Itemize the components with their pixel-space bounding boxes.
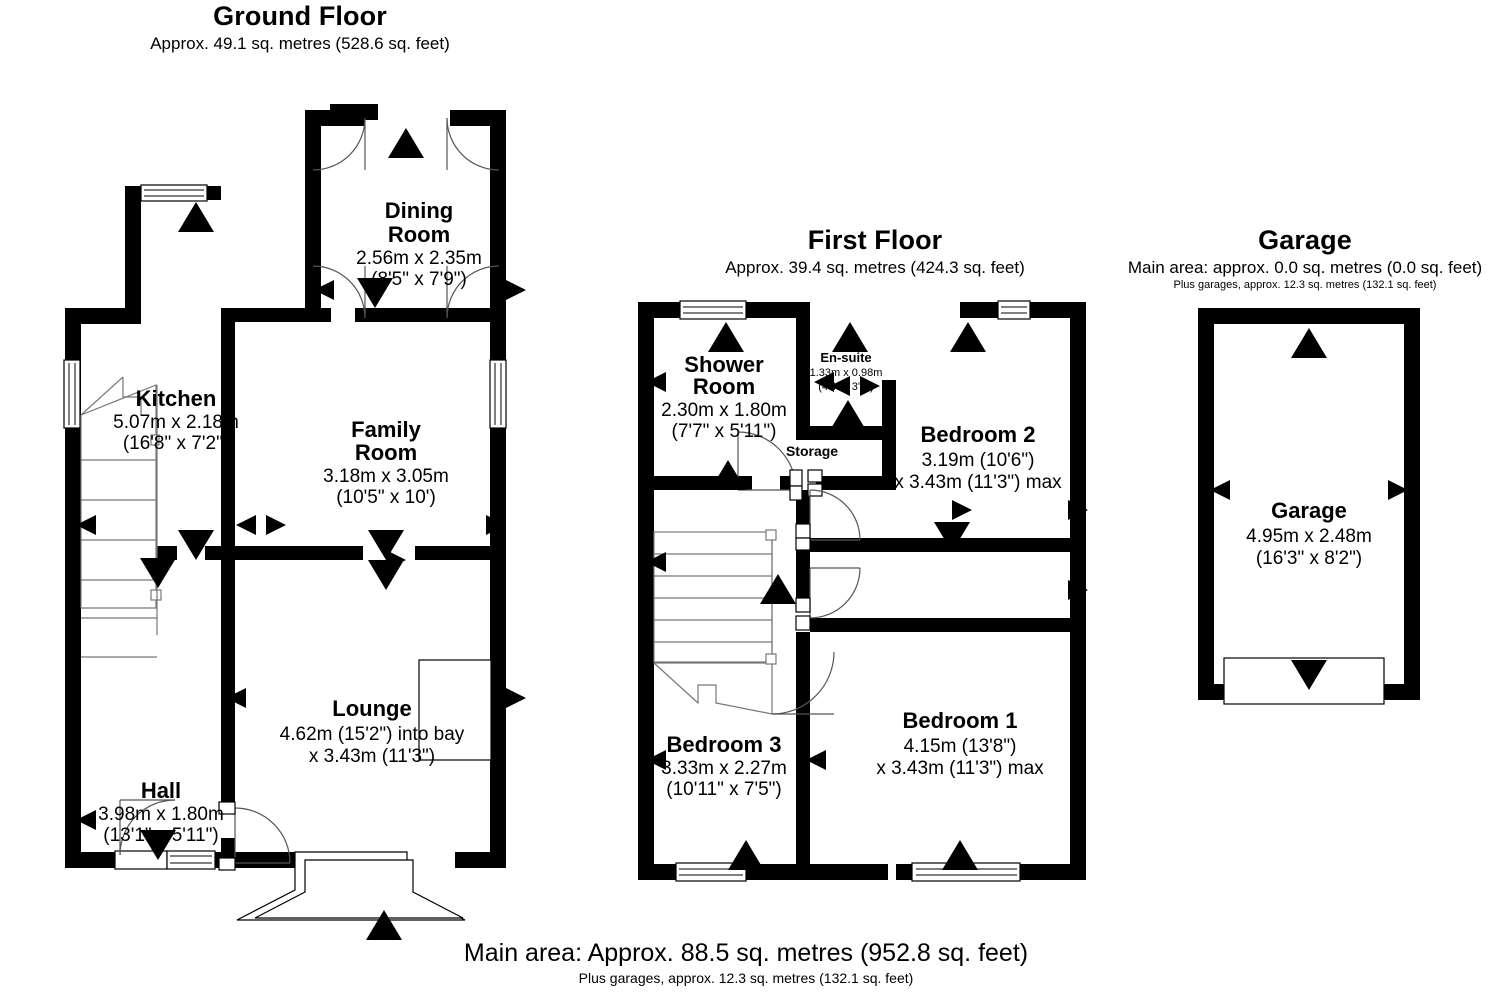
room-dim-metric: 3.33m x 2.27m <box>661 758 787 779</box>
hall-label: Hall 3.98m x 1.80m (13'1" x 5'11") <box>98 778 224 846</box>
dining-room-label: Dining Room 2.56m x 2.35m (8'5" x 7'9") <box>356 198 482 290</box>
ensuite-label: En-suite 1.33m x 0.98m (4'4" x 3'2") <box>810 350 883 393</box>
dining-room-doors <box>312 117 500 319</box>
room-dim-imperial: (7'7" x 5'11") <box>672 421 777 442</box>
first-floor-arrows <box>646 322 1088 870</box>
first-floor-title: First Floor <box>807 225 943 255</box>
room-dim-metric: 3.19m (10'6") <box>922 450 1035 471</box>
room-dim-metric: 4.15m (13'8") <box>904 736 1017 757</box>
room-name: Family <box>351 417 421 442</box>
room-name: En-suite <box>820 350 871 365</box>
room-dim-imperial: (13'1" x 5'11") <box>103 825 218 846</box>
bedroom-1-label: Bedroom 1 4.15m (13'8") x 3.43m (11'3") … <box>876 708 1044 779</box>
room-name: Storage <box>786 443 838 459</box>
footer-garage-area: Plus garages, approx. 12.3 sq. metres (1… <box>578 969 914 986</box>
room-dim-metric: 2.56m x 2.35m <box>356 248 482 269</box>
window <box>140 184 208 202</box>
garage-room-label: Garage 4.95m x 2.48m (16'3" x 8'2") <box>1246 498 1372 569</box>
room-dim-imperial: (4'4" x 3'2") <box>818 381 873 393</box>
room-dim-metric: 5.07m x 2.18m <box>113 412 239 433</box>
storage-label: Storage <box>786 443 838 459</box>
window <box>679 300 747 320</box>
room-dim-imperial: (10'5" x 10') <box>336 487 436 508</box>
ground-floor-arrows <box>76 128 526 940</box>
ground-floor-staircase <box>80 376 162 658</box>
room-name-line2: Room <box>388 222 450 247</box>
lounge-bay-window <box>236 851 466 921</box>
first-floor-walls <box>638 302 1086 880</box>
garage-area-secondary: Plus garages, approx. 12.3 sq. metres (1… <box>1173 278 1437 291</box>
room-dim-metric: 4.95m x 2.48m <box>1246 526 1372 547</box>
room-name: Garage <box>1271 498 1347 523</box>
room-dim-imperial: x 3.43m (11'3") max <box>894 472 1062 493</box>
room-dim-imperial: (10'11" x 7'5") <box>666 779 781 800</box>
room-name: Lounge <box>332 696 411 721</box>
room-dim-metric: 1.33m x 0.98m <box>810 367 883 379</box>
garage-arrows <box>1210 328 1408 690</box>
room-dim-metric: 3.98m x 1.80m <box>98 804 224 825</box>
first-floor-doors <box>737 431 861 715</box>
garage-area: Main area: approx. 0.0 sq. metres (0.0 s… <box>1127 258 1483 278</box>
first-floor-windows <box>675 300 1031 882</box>
room-dim-imperial: (16'3" x 8'2") <box>1256 548 1362 569</box>
window <box>997 300 1031 320</box>
first-floor-staircase <box>653 529 777 715</box>
room-dim-imperial: (16'8" x 7'2") <box>123 433 229 454</box>
room-dim-imperial: x 3.43m (11'3") max <box>876 758 1044 779</box>
room-dim-metric: 4.62m (15'2") into bay <box>280 724 465 745</box>
first-floor-plan: Shower Room 2.30m x 1.80m (7'7" x 5'11")… <box>638 300 1088 882</box>
ground-floor-windows <box>63 184 507 870</box>
room-name: Dining <box>385 198 453 223</box>
ground-floor-area: Approx. 49.1 sq. metres (528.6 sq. feet) <box>150 34 450 54</box>
room-name: Bedroom 2 <box>921 422 1036 447</box>
garage-plan: Garage 4.95m x 2.48m (16'3" x 8'2") <box>1198 308 1420 705</box>
lounge-recess <box>418 659 492 761</box>
lounge-label: Lounge 4.62m (15'2") into bay x 3.43m (1… <box>280 696 465 767</box>
window <box>63 359 81 429</box>
room-dim-imperial: x 3.43m (11'3") <box>309 746 435 767</box>
room-name-line2: Room <box>693 374 755 399</box>
ground-floor-title: Ground Floor <box>213 1 387 31</box>
room-name: Hall <box>141 778 181 803</box>
room-name: Bedroom 3 <box>667 732 782 757</box>
room-name-line2: Room <box>355 440 417 465</box>
room-name: Bedroom 1 <box>903 708 1018 733</box>
room-dim-metric: 3.18m x 3.05m <box>323 466 449 487</box>
room-dim-imperial: (8'5" x 7'9") <box>371 269 467 290</box>
first-floor-heading: First Floor Approx. 39.4 sq. metres (424… <box>680 225 1070 278</box>
window <box>675 862 747 882</box>
garage-title: Garage <box>1258 225 1352 255</box>
window <box>166 850 216 870</box>
room-name: Kitchen <box>136 386 217 411</box>
first-floor-area: Approx. 39.4 sq. metres (424.3 sq. feet) <box>725 258 1025 278</box>
ground-floor-heading: Ground Floor Approx. 49.1 sq. metres (52… <box>110 1 490 54</box>
plan-footer: Main area: Approx. 88.5 sq. metres (952.… <box>0 939 1492 986</box>
ground-floor-doors <box>119 799 291 871</box>
room-name: Shower <box>684 352 764 377</box>
footer-main-area: Main area: Approx. 88.5 sq. metres (952.… <box>463 939 1029 967</box>
bedroom-2-label: Bedroom 2 3.19m (10'6") x 3.43m (11'3") … <box>894 422 1062 493</box>
ground-floor-plan: Dining Room 2.56m x 2.35m (8'5" x 7'9") … <box>63 104 526 940</box>
room-dim-metric: 2.30m x 1.80m <box>661 400 787 421</box>
bedroom-3-label: Bedroom 3 3.33m x 2.27m (10'11" x 7'5") <box>661 732 787 800</box>
family-room-label: Family Room 3.18m x 3.05m (10'5" x 10') <box>323 417 449 508</box>
window <box>489 359 507 429</box>
garage-heading: Garage Main area: approx. 0.0 sq. metres… <box>1115 225 1492 291</box>
shower-room-label: Shower Room 2.30m x 1.80m (7'7" x 5'11") <box>661 352 787 442</box>
kitchen-label: Kitchen 5.07m x 2.18m (16'8" x 7'2") <box>113 386 239 454</box>
